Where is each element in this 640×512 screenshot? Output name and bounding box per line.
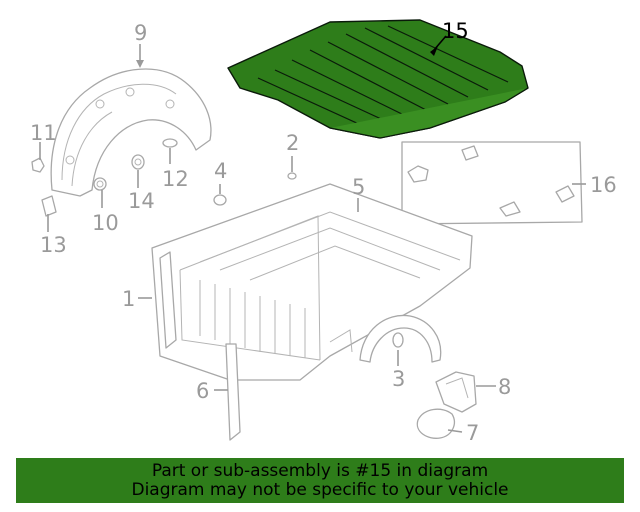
part-2-plug[interactable] — [287, 172, 297, 180]
callout-6[interactable]: 6 — [196, 379, 209, 403]
callout-14[interactable]: 14 — [128, 189, 155, 213]
part-16-clip-set[interactable] — [401, 141, 583, 225]
part-15-bed-floor[interactable] — [227, 19, 529, 139]
callout-10[interactable]: 10 — [92, 211, 119, 235]
callout-8[interactable]: 8 — [498, 375, 511, 399]
callout-2[interactable]: 2 — [286, 131, 299, 155]
part-3-plug[interactable] — [392, 332, 404, 348]
part-12-plug[interactable] — [162, 138, 178, 148]
part-6-seal[interactable] — [225, 343, 241, 441]
part-7-fuel-door[interactable] — [416, 408, 455, 439]
part-13-bracket[interactable] — [41, 195, 57, 217]
callout-13[interactable]: 13 — [40, 233, 67, 257]
part-11-clip[interactable] — [31, 157, 45, 173]
leader-lines — [39, 35, 586, 433]
callout-3[interactable]: 3 — [392, 367, 405, 391]
callout-5[interactable]: 5 — [352, 175, 365, 199]
part-4-grommet[interactable] — [213, 194, 227, 206]
info-banner: Part or sub-assembly is #15 in diagram D… — [16, 458, 624, 503]
callout-16[interactable]: 16 — [590, 173, 617, 197]
part-8-fuel-pocket[interactable] — [435, 371, 477, 413]
callout-4[interactable]: 4 — [214, 159, 227, 183]
callout-9[interactable]: 9 — [134, 21, 147, 45]
part-14-grommet[interactable] — [131, 154, 145, 170]
callout-15[interactable]: 15 — [442, 19, 469, 43]
part-10-grommet[interactable] — [93, 177, 107, 191]
callout-7[interactable]: 7 — [466, 421, 479, 445]
parts-diagram: 9 11 12 14 10 13 4 2 5 15 16 1 3 6 8 7 — [30, 19, 617, 445]
banner-line-part: Part or sub-assembly is #15 in diagram — [151, 461, 489, 481]
callout-12[interactable]: 12 — [162, 167, 189, 191]
callout-11[interactable]: 11 — [30, 121, 57, 145]
part-9-wheelhouse-liner[interactable] — [50, 68, 212, 197]
part-1-pickup-box[interactable] — [151, 183, 473, 381]
callout-1[interactable]: 1 — [122, 287, 135, 311]
banner-line-disclaimer: Diagram may not be specific to your vehi… — [131, 480, 509, 500]
callout-labels: 9 11 12 14 10 13 4 2 5 15 16 1 3 6 8 7 — [30, 19, 617, 445]
